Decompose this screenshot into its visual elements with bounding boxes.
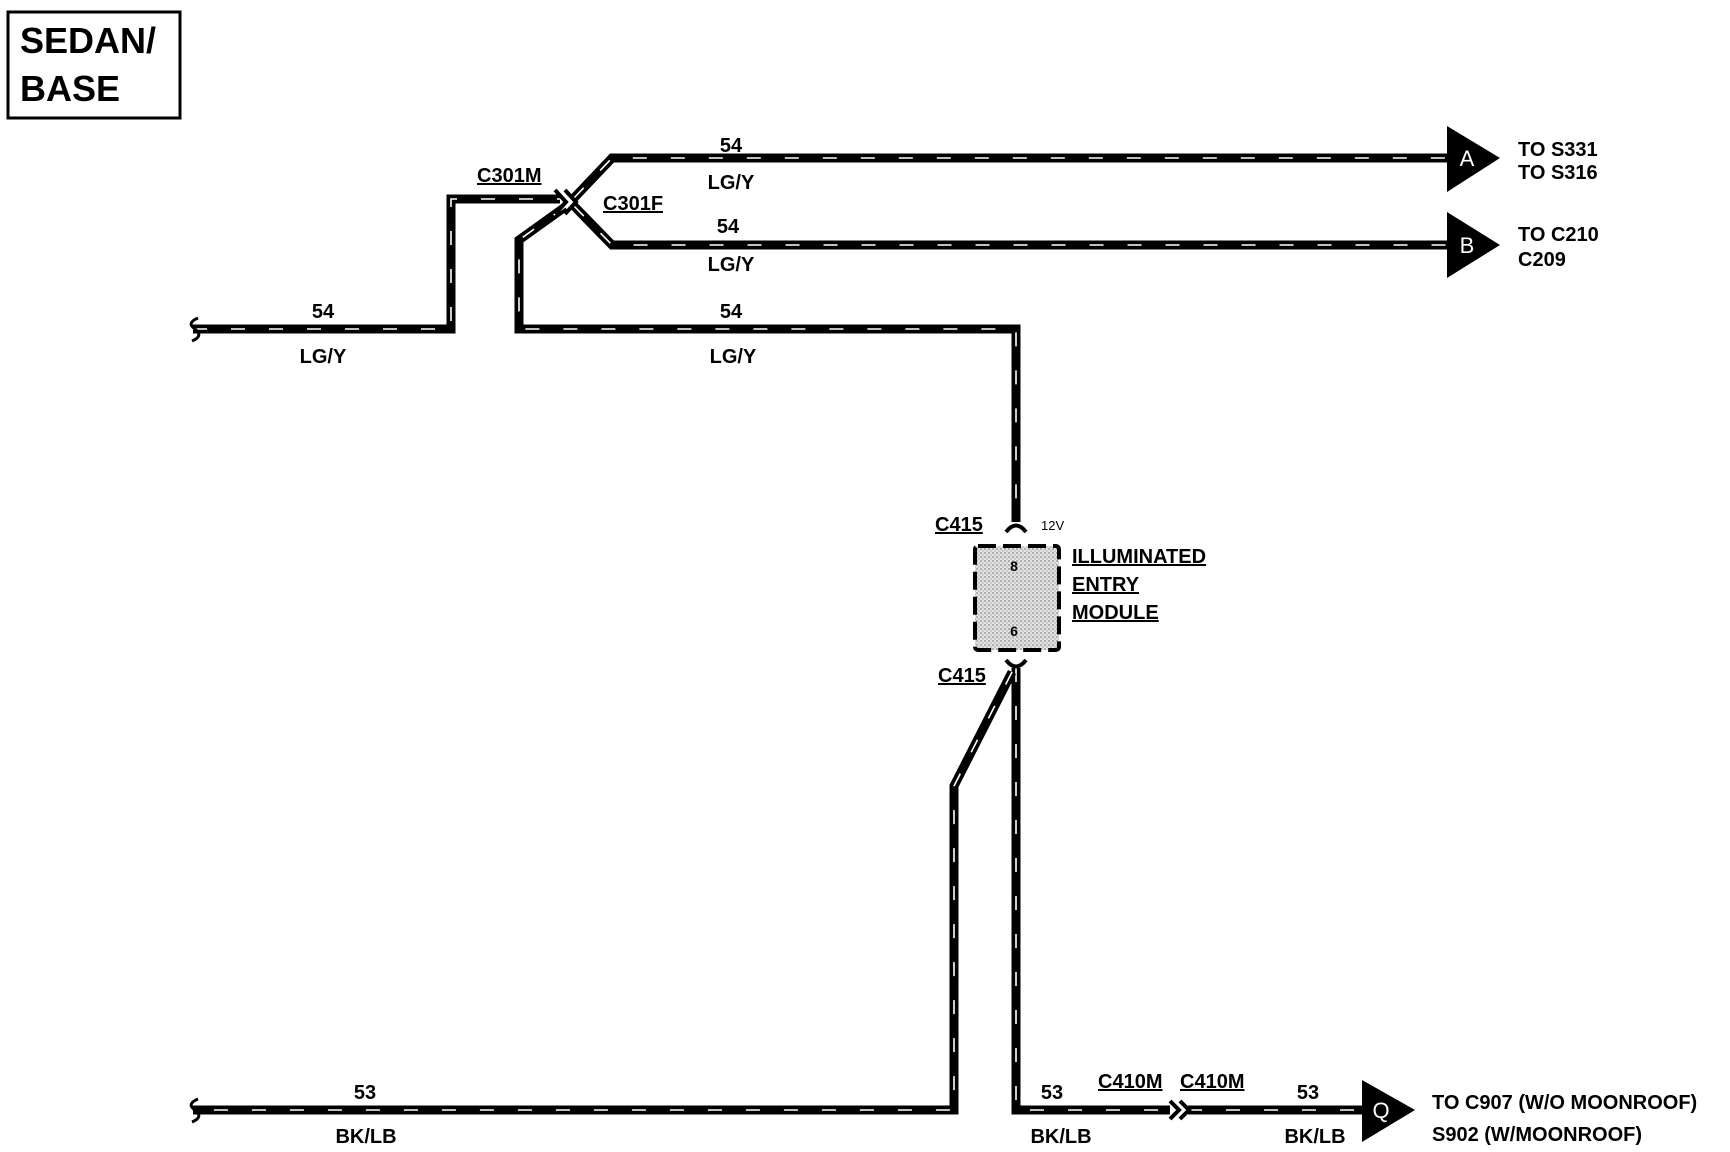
wire-left-top [193,194,560,334]
wire-break-top-icon [189,316,201,343]
wire-out-b [570,202,1450,250]
destination-arrow-b: B [1447,212,1500,278]
connector-label-c301f: C301F [603,193,663,215]
title-line-2: BASE [20,68,120,109]
connector-label-c415-bottom: C415 [938,665,986,687]
connector-label-c410m-right: C410M [1180,1071,1244,1093]
dest-q-line-1: TO C907 (W/O MOONROOF) [1432,1092,1697,1114]
connector-label-c301m: C301M [477,165,541,187]
wire-mid-top-color: LG/Y [710,346,757,368]
arrow-q-letter: Q [1372,1098,1389,1123]
wire-mid-top-circuit: 54 [720,301,743,323]
c410m-connector-icon [1168,1099,1192,1121]
wire-bottom-out-circuit: 53 [1297,1082,1319,1104]
dest-b-line-1: TO C210 [1518,224,1599,246]
connector-label-c415-top: C415 [935,514,983,536]
wire-out-a-color: LG/Y [708,172,755,194]
wire-bottom-out-color: BK/LB [1284,1126,1345,1148]
wire-left-bottom-color: BK/LB [335,1126,396,1148]
wire-out-a-circuit: 54 [720,135,743,157]
illuminated-entry-module: 8 6 [973,544,1061,652]
c415-bottom-terminal-icon [1004,658,1028,669]
wire-left-top-color: LG/Y [300,346,347,368]
module-voltage-label: 12V [1041,518,1064,533]
module-label-line-2: ENTRY [1072,574,1140,596]
dest-a-line-1: TO S331 [1518,139,1598,161]
module-label-line-3: MODULE [1072,602,1159,624]
dest-a-line-2: TO S316 [1518,162,1598,184]
module-pin-bottom: 6 [1010,623,1018,639]
wire-out-b-circuit: 54 [717,216,740,238]
module-label-line-1: ILLUMINATED [1072,546,1206,568]
wire-ground-branch [193,669,1017,1115]
wire-out-b-color: LG/Y [708,254,755,276]
destination-arrow-q: Q [1362,1080,1415,1142]
module-pin-top: 8 [1010,558,1018,574]
title-box: SEDAN/ BASE [6,10,182,120]
wire-left-top-circuit: 54 [312,301,335,323]
connector-label-c410m-left: C410M [1098,1071,1162,1093]
c415-top-terminal-icon [1004,523,1028,534]
title-line-1: SEDAN/ [20,20,156,61]
wire-module-ground [1011,668,1170,1115]
wire-left-bottom-circuit: 53 [354,1082,376,1104]
dest-b-line-2: C209 [1518,249,1566,271]
arrow-b-letter: B [1460,233,1475,258]
c301-connector-icon [553,188,579,216]
dest-q-line-2: S902 (W/MOONROOF) [1432,1124,1642,1146]
wire-out-a [570,153,1450,202]
wire-bottom-mid-circuit: 53 [1041,1082,1063,1104]
wire-bottom-mid-color: BK/LB [1030,1126,1091,1148]
destination-arrow-a: A [1447,126,1500,192]
wire-break-bottom-icon [189,1097,201,1124]
arrow-a-letter: A [1460,146,1475,171]
wire-mid-top [514,203,1021,522]
